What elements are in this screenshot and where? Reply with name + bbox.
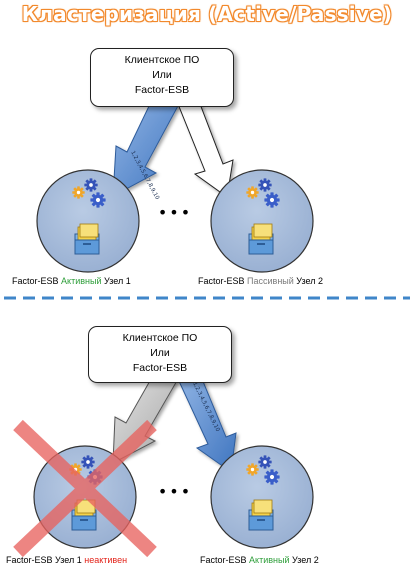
node-label-suffix: Узел 2 <box>296 276 323 286</box>
client-box-line: Factor-ESB <box>134 84 190 96</box>
client-box-line: Или <box>150 347 170 359</box>
node-label-prefix: Factor-ESB Узел 1 <box>6 555 82 565</box>
failure-cross-icon <box>13 419 157 558</box>
client-box-line: Или <box>152 69 172 81</box>
folder-icon <box>248 499 274 531</box>
bottom-client-box: Клиентское ПО Или Factor-ESB <box>88 326 232 383</box>
top-node-1-label: Factor-ESB Активный Узел 1 <box>12 276 131 286</box>
top-node-1 <box>36 169 140 273</box>
top-client-box: Клиентское ПО Или Factor-ESB <box>90 48 234 107</box>
node-label-prefix: Factor-ESB <box>12 276 59 286</box>
bottom-node-1-label: Factor-ESB Узел 1 неактивен <box>6 555 127 565</box>
client-box-line: Factor-ESB <box>132 362 188 374</box>
top-blue-arrow <box>112 103 180 197</box>
bottom-node-2-label: Factor-ESB Активный Узел 2 <box>200 555 319 565</box>
node-label-suffix: Узел 1 <box>104 276 131 286</box>
node-status-active: Активный <box>61 276 102 286</box>
top-node-2 <box>210 169 314 273</box>
node-status-active: Активный <box>249 555 290 565</box>
node-status-inactive: неактивен <box>84 555 128 565</box>
bottom-node-2 <box>210 445 314 549</box>
page-title: Кластеризация (Active/Passive) <box>0 2 414 26</box>
node-label-prefix: Factor-ESB <box>198 276 245 286</box>
top-white-arrow <box>177 103 234 198</box>
client-box-line: Клиентское ПО <box>124 54 200 66</box>
node-label-suffix: Узел 2 <box>292 555 319 565</box>
page-title-text: Кластеризация (Active/Passive) <box>21 2 393 26</box>
top-node-2-label: Factor-ESB Пассивный Узел 2 <box>198 276 323 286</box>
folder-icon <box>74 223 100 255</box>
node-status-passive: Пассивный <box>247 276 294 286</box>
bottom-ellipsis: ••• <box>158 482 192 501</box>
node-label-prefix: Factor-ESB <box>200 555 247 565</box>
folder-icon <box>248 223 274 255</box>
top-ellipsis: ••• <box>158 203 192 222</box>
client-box-line: Клиентское ПО <box>122 332 198 344</box>
bottom-blue-arrow <box>177 378 237 473</box>
